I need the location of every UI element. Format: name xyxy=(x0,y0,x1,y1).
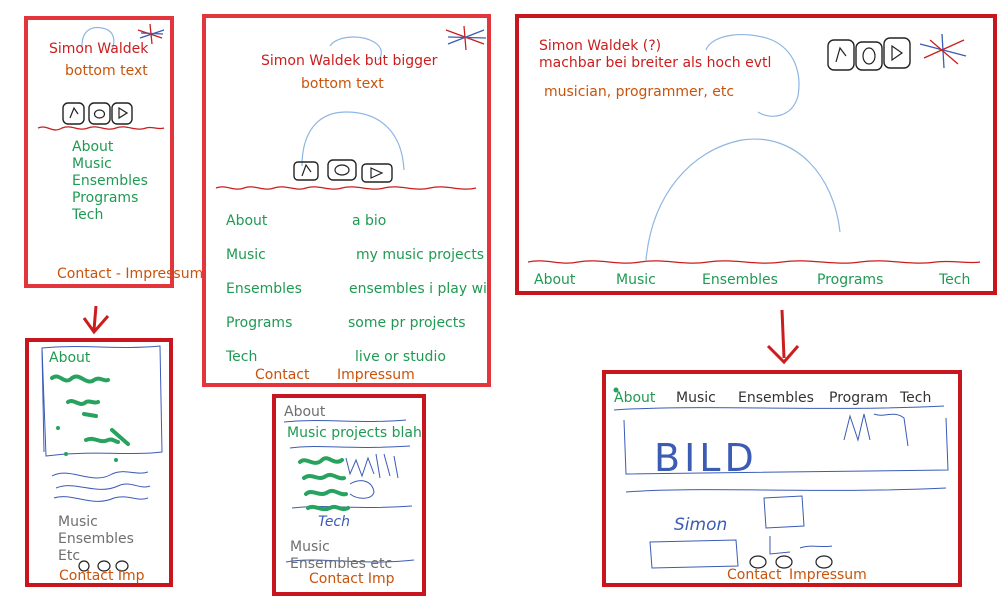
medium-nav-tech-desc: live or studio xyxy=(355,349,446,365)
wide-page-nav-about[interactable]: About xyxy=(614,390,656,406)
wide-page-handwritten-bild: BILD xyxy=(654,436,758,480)
wide-note: machbar bei breiter als hoch evtl xyxy=(539,55,772,71)
wide-page-nav-music[interactable]: Music xyxy=(676,390,716,406)
narrow-page-icon-row xyxy=(78,560,129,572)
medium-nav-about-desc: a bio xyxy=(352,213,387,229)
narrow-subtitle: bottom text xyxy=(65,63,148,79)
narrow-nav-ensembles[interactable]: Ensembles xyxy=(72,173,148,189)
wide-icon-row xyxy=(827,37,911,71)
wide-nav-programs[interactable]: Programs xyxy=(817,272,884,288)
medium-nav-programs-desc: some pr projects xyxy=(348,315,466,331)
sketch-wide-page-frame xyxy=(602,370,962,587)
medium-photo-sketch xyxy=(301,36,405,171)
wide-nav-tech[interactable]: Tech xyxy=(939,272,971,288)
narrow-nav-programs[interactable]: Programs xyxy=(72,190,139,206)
medium-nav-programs[interactable]: Programs xyxy=(226,315,293,331)
narrow-photo-sketch xyxy=(81,26,115,51)
narrow-page-wave-lines xyxy=(51,471,151,502)
medium-title: Simon Waldek but bigger xyxy=(261,53,438,69)
arrow-down-icon xyxy=(766,309,800,365)
wide-divider-wave xyxy=(527,260,981,264)
narrow-nav-music[interactable]: Music xyxy=(72,156,112,172)
wide-page-footer-contact[interactable]: Contact xyxy=(727,567,782,583)
narrow-nav-about[interactable]: About xyxy=(72,139,114,155)
wide-page-nav-ensembles[interactable]: Ensembles xyxy=(738,390,814,406)
medium-page-breadcrumb[interactable]: About xyxy=(284,404,326,420)
wide-subtitle: musician, programmer, etc xyxy=(544,84,735,100)
medium-page-heading: Music projects blah xyxy=(287,425,422,441)
medium-nav-ensembles-desc: ensembles i play with xyxy=(349,281,487,297)
medium-subtitle: bottom text xyxy=(301,76,384,92)
wide-nav-music[interactable]: Music xyxy=(616,272,656,288)
wide-page-handwritten-simon: Simon xyxy=(674,515,728,535)
sketch-medium-page-frame xyxy=(272,394,426,596)
narrow-divider-wave xyxy=(37,126,165,131)
sketch-narrow-frame xyxy=(24,16,174,288)
narrow-icon-row xyxy=(62,102,133,125)
narrow-page-nav-ensembles[interactable]: Ensembles xyxy=(58,531,134,547)
arrow-down-icon xyxy=(82,305,110,335)
medium-nav-tech[interactable]: Tech xyxy=(226,349,258,365)
medium-page-underline xyxy=(283,419,407,423)
narrow-page-nav-music[interactable]: Music xyxy=(58,514,98,530)
medium-nav-music-desc: my music projects xyxy=(356,247,485,263)
narrow-page-footer[interactable]: Contact Imp xyxy=(59,568,145,584)
medium-nav-music[interactable]: Music xyxy=(226,247,266,263)
narrow-title: Simon Waldek xyxy=(49,41,149,57)
medium-page-content-lines xyxy=(289,445,413,509)
wide-nav-ensembles[interactable]: Ensembles xyxy=(702,272,778,288)
medium-divider-wave xyxy=(215,186,477,190)
medium-page-nav-music[interactable]: Music xyxy=(290,539,330,555)
medium-star-icon xyxy=(445,25,487,51)
narrow-page-content-box xyxy=(41,345,163,457)
wide-page-header-lines xyxy=(613,405,949,493)
medium-icon-row xyxy=(293,159,393,183)
medium-page-handwritten-tech: Tech xyxy=(318,514,351,530)
wide-photo-sketch xyxy=(645,33,841,261)
medium-page-bottom-lines xyxy=(285,559,415,563)
medium-nav-about[interactable]: About xyxy=(226,213,268,229)
narrow-page-nav-etc[interactable]: Etc xyxy=(58,548,81,564)
wide-page-footer-impressum[interactable]: Impressum xyxy=(789,567,867,583)
wide-title: Simon Waldek (?) xyxy=(539,38,662,54)
narrow-star-icon xyxy=(137,23,165,45)
medium-footer-contact[interactable]: Contact xyxy=(255,367,310,383)
wide-page-nav-tech[interactable]: Tech xyxy=(900,390,932,406)
sketch-medium-frame xyxy=(202,14,491,387)
medium-page-nav-ensembles[interactable]: Ensembles etc xyxy=(290,556,393,572)
medium-page-scribbles xyxy=(298,456,350,512)
wide-star-icon xyxy=(919,33,967,69)
wide-page-nav-program[interactable]: Program xyxy=(829,390,889,406)
narrow-footer[interactable]: Contact - Impressum xyxy=(57,266,204,282)
wide-page-small-boxes xyxy=(649,495,833,569)
narrow-page-nav-about[interactable]: About xyxy=(49,350,91,366)
medium-page-footer[interactable]: Contact Imp xyxy=(309,571,395,587)
wide-nav-about[interactable]: About xyxy=(534,272,576,288)
wide-page-active-dot xyxy=(613,387,619,393)
medium-footer-impressum[interactable]: Impressum xyxy=(337,367,415,383)
wide-page-icon-row xyxy=(749,555,833,569)
sketch-narrow-page-frame xyxy=(25,338,173,587)
medium-nav-ensembles[interactable]: Ensembles xyxy=(226,281,302,297)
sketch-wide-frame xyxy=(515,14,997,295)
narrow-nav-tech[interactable]: Tech xyxy=(72,207,104,223)
narrow-page-scribbles xyxy=(50,374,130,462)
